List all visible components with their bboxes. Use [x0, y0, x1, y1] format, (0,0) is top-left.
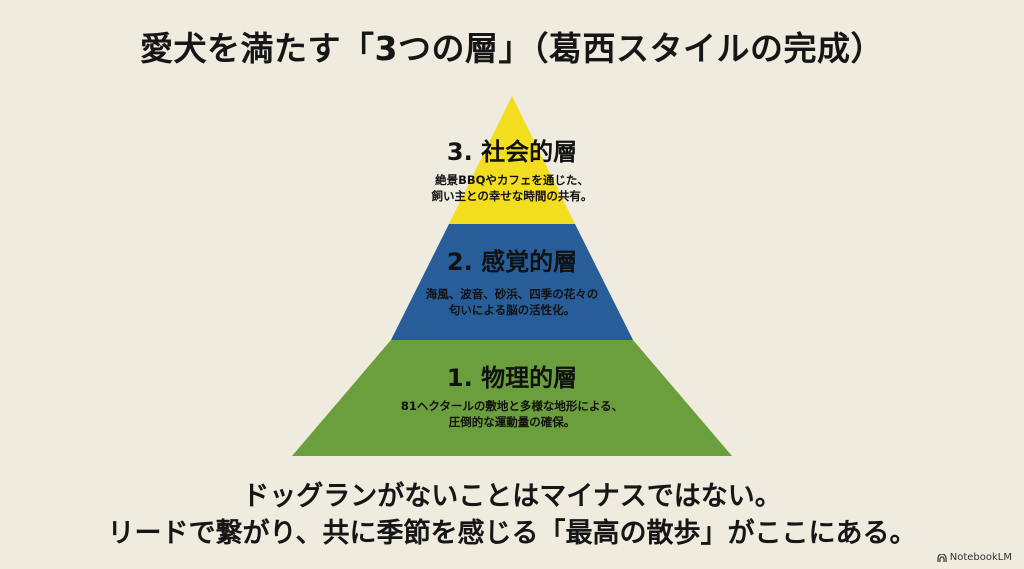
notebooklm-watermark: NotebookLM [937, 552, 1012, 563]
layer-2-title: 2. 感覚的層 [446, 248, 578, 276]
pyramid-layer-3-text: 3. 社会的層 絶景BBQやカフェを通じた、 飼い主との幸せな時間の共有。 [362, 138, 662, 204]
layer-1-desc-line-2: 圧倒的な運動量の確保。 [448, 415, 576, 429]
layer-1-description: 81ヘクタールの敷地と多様な地形による、 圧倒的な運動量の確保。 [362, 398, 662, 430]
footer-message: ドッグランがないことはマイナスではない。 リードで繋がり、共に季節を感じる「最高… [0, 478, 1024, 552]
layer-3-description: 絶景BBQやカフェを通じた、 飼い主との幸せな時間の共有。 [362, 172, 662, 204]
pyramid-layer-1-text: 1. 物理的層 81ヘクタールの敷地と多様な地形による、 圧倒的な運動量の確保。 [362, 364, 662, 430]
layer-3-desc-line-1: 絶景BBQやカフェを通じた、 [435, 173, 589, 187]
footer-line-1: ドッグランがないことはマイナスではない。 [242, 481, 782, 512]
layer-2-description: 海風、波音、砂浜、四季の花々の 匂いによる脳の活性化。 [362, 286, 662, 318]
layer-3-title: 3. 社会的層 [446, 138, 578, 166]
pyramid-layer-bottom [292, 340, 732, 456]
layer-1-title: 1. 物理的層 [446, 364, 578, 392]
watermark-text: NotebookLM [949, 552, 1012, 563]
notebooklm-logo-icon [937, 553, 947, 562]
layer-1-desc-line-1: 81ヘクタールの敷地と多様な地形による、 [400, 399, 624, 413]
footer-line-2: リードで繋がり、共に季節を感じる「最高の散歩」がここにある。 [107, 518, 917, 549]
pyramid-layer-top [449, 96, 575, 224]
pyramid-layer-2-text: 2. 感覚的層 海風、波音、砂浜、四季の花々の 匂いによる脳の活性化。 [362, 248, 662, 318]
layer-2-desc-line-1: 海風、波音、砂浜、四季の花々の [425, 287, 599, 301]
pyramid-layer-middle [391, 224, 633, 340]
layer-3-desc-line-2: 飼い主との幸せな時間の共有。 [431, 189, 593, 203]
layer-2-desc-line-2: 匂いによる脳の活性化。 [448, 303, 576, 317]
page-title: 愛犬を満たす「3つの層」（葛西スタイルの完成） [140, 29, 884, 68]
